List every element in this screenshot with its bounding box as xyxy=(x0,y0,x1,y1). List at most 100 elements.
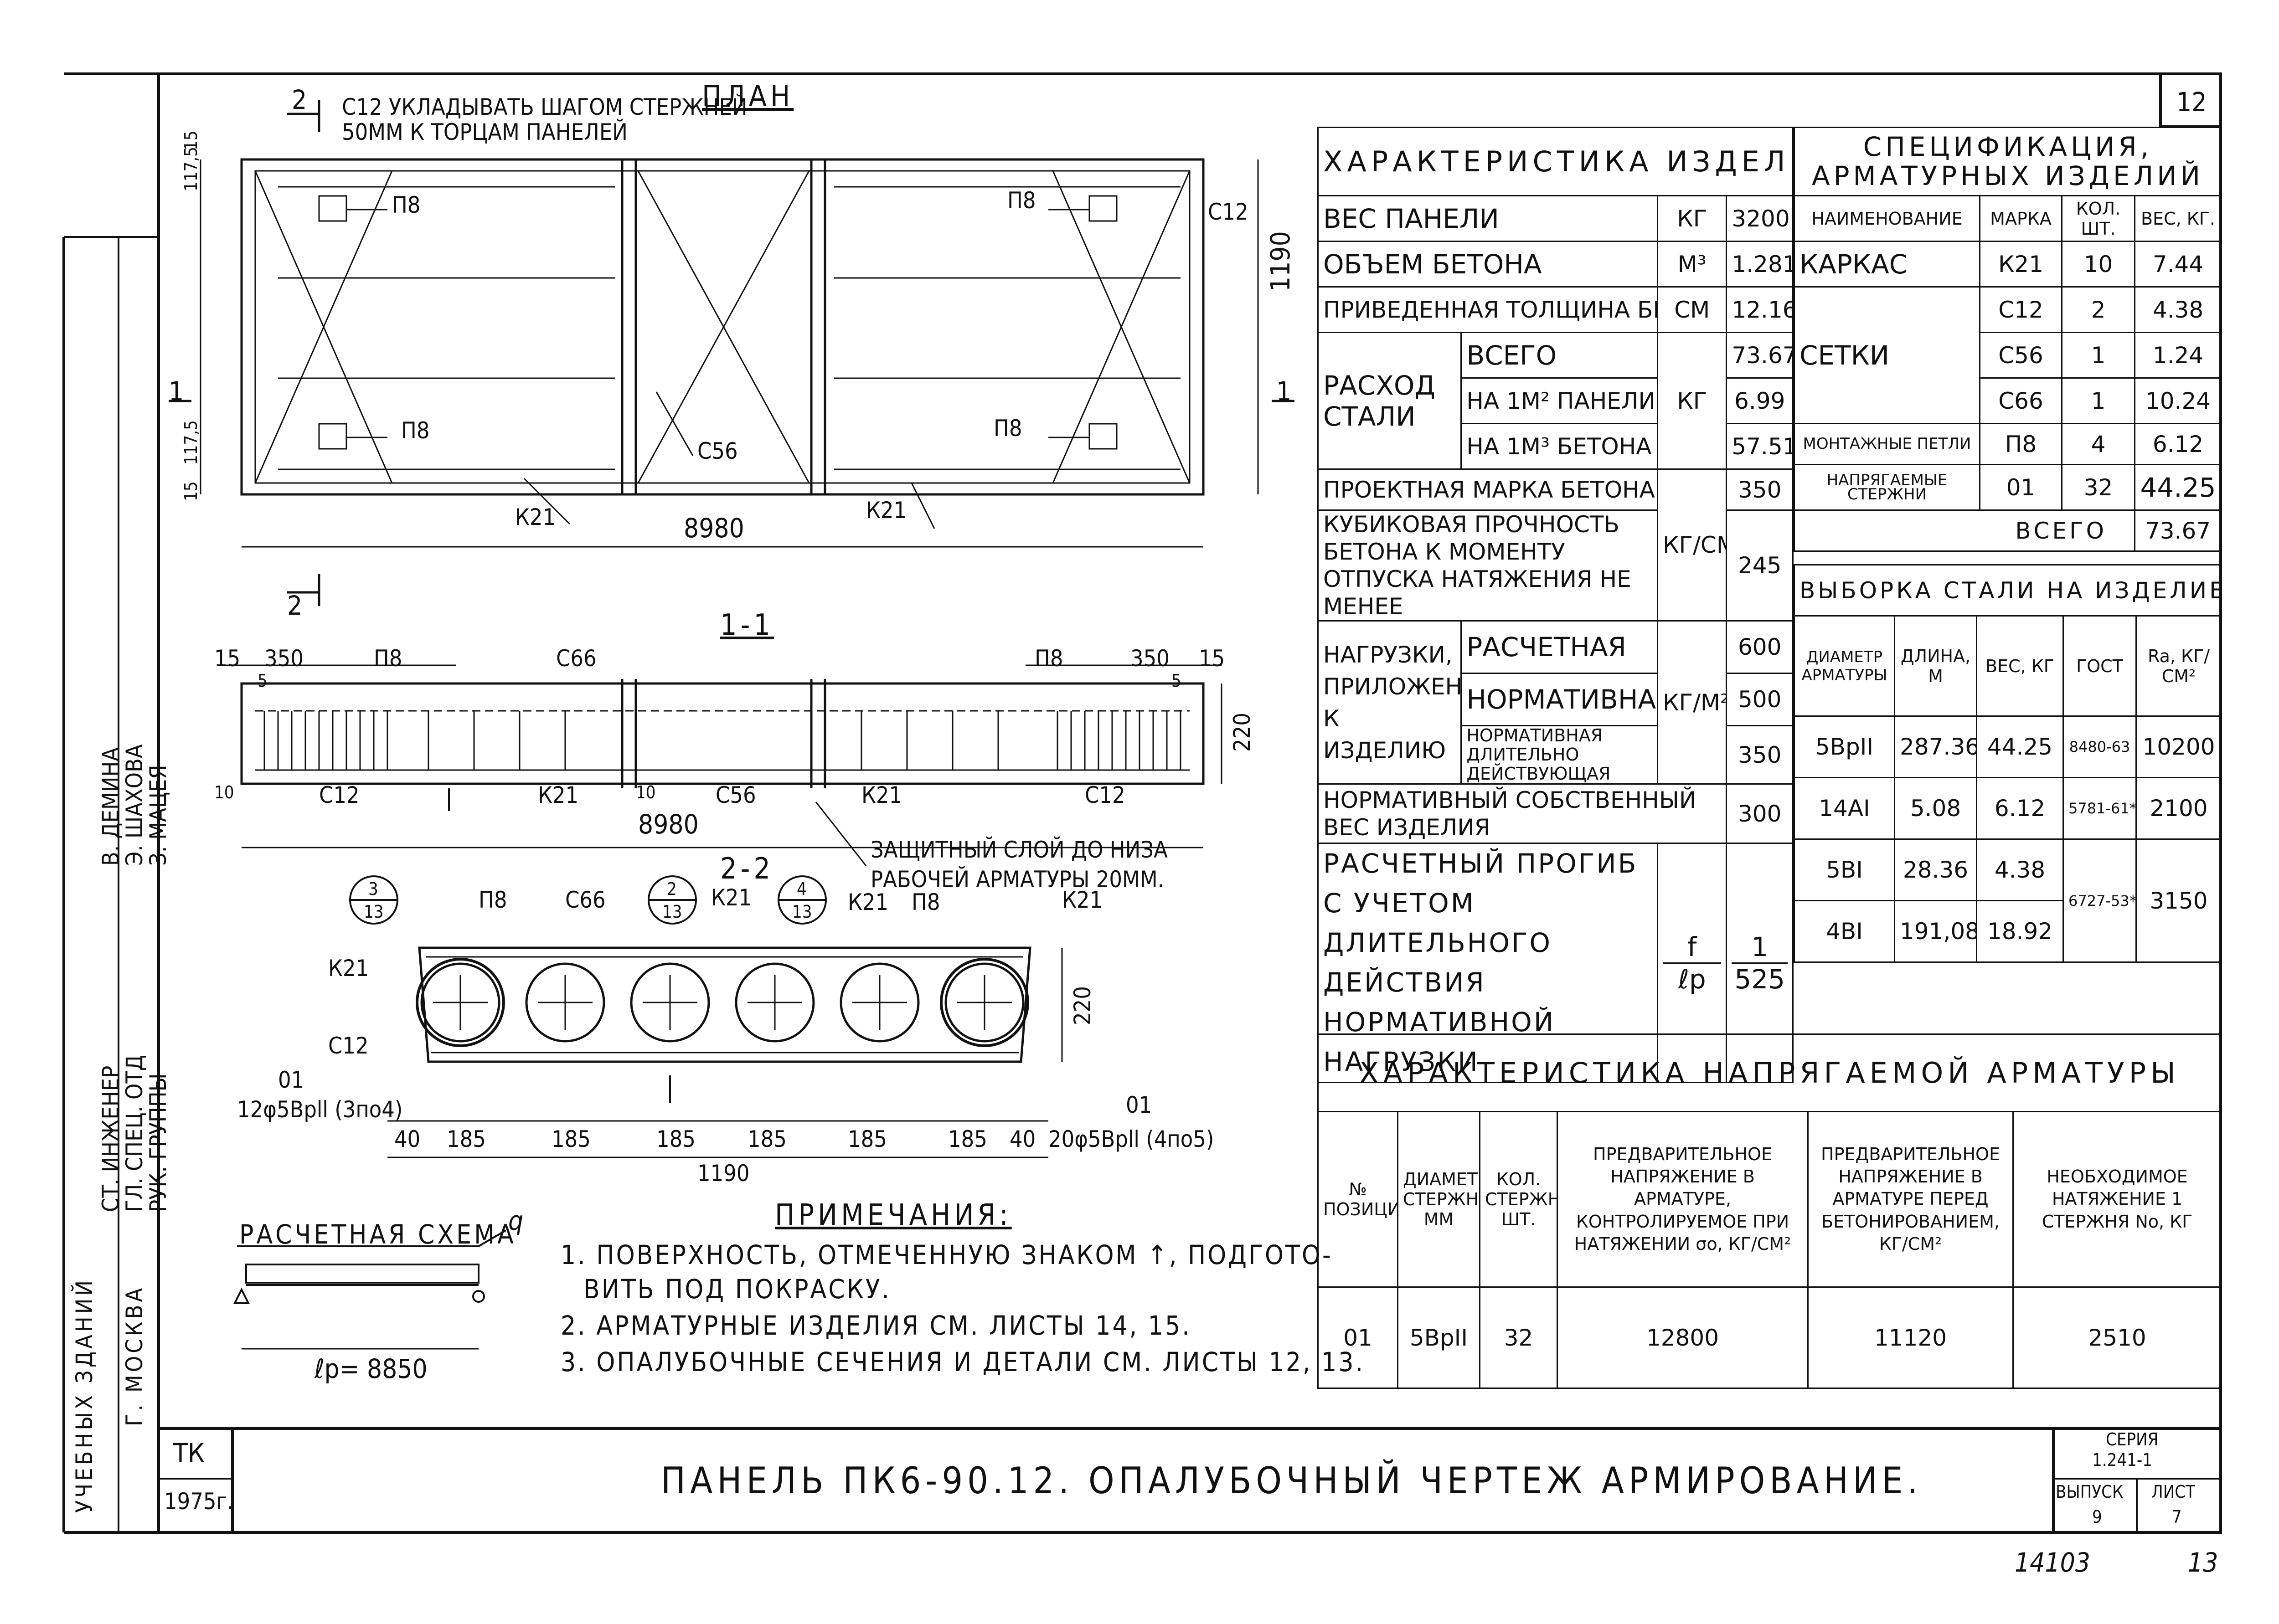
titleblock-title: ПАНЕЛЬ ПК6-90.12. ОПАЛУБОЧНЫЙ ЧЕРТЕЖ АРМ… xyxy=(661,1460,1923,1502)
steel-row-gost: 8480-63 xyxy=(2062,715,2137,778)
plan-label-c12: С12 xyxy=(1208,199,1248,225)
steel-header-d: ДИАМЕТР АРМАТУРЫ xyxy=(1794,615,1895,717)
s11-dim-5-left: 5 xyxy=(258,671,268,691)
s22-dim-1: 40 xyxy=(394,1126,421,1152)
spec-total-value: 73.67 xyxy=(2134,509,2222,552)
spec-table: СПЕЦИФИКАЦИЯ, АРМАТУРНЫХ ИЗДЕЛИЙ НАИМЕНО… xyxy=(1794,127,2222,552)
plan-width-dim: 1190 xyxy=(1265,231,1296,292)
s22-label-k21-callout: К21 xyxy=(711,884,752,911)
s11-dim-10-mid: 10 xyxy=(636,782,656,802)
spec-header-qty: КОЛ. ШТ. xyxy=(2061,195,2135,242)
steel-label: РАСХОД СТАЛИ xyxy=(1317,332,1462,470)
callout-2-top: 2 xyxy=(667,879,677,899)
cube-unit: КГ/СМ² xyxy=(1657,468,1727,622)
load-long-value: 350 xyxy=(1726,725,1794,785)
side-role-3: СТ. ИНЖЕНЕР xyxy=(98,1065,124,1212)
scheme-span: ℓр= 8850 xyxy=(315,1353,428,1384)
steel-row-w: 6.12 xyxy=(1976,777,2064,840)
note-1a: 1. ПОВЕРХНОСТЬ, ОТМЕЧЕННУЮ ЗНАКОМ ↑, ПОД… xyxy=(561,1239,1333,1270)
cut-1-right-label: 1 xyxy=(1276,376,1292,407)
cut-2-top-label: 2 xyxy=(292,84,307,115)
spec-header-weight: ВЕС, КГ. xyxy=(2134,195,2222,242)
steel-m2-label: НА 1М² ПАНЕЛИ xyxy=(1460,377,1659,424)
steel-row-d: 5BI xyxy=(1794,838,1895,901)
spec-row-qty: 2 xyxy=(2061,286,2135,333)
steel-row-w: 4.38 xyxy=(1976,838,2064,901)
plan-dim-left-1: 117,5 xyxy=(181,147,201,191)
prestress-table: ХАРАКТЕРИСТИКА НАПРЯГАЕМОЙ АРМАТУРЫ № ПО… xyxy=(1317,1033,2222,1389)
spec-row-weight: 44.25 xyxy=(2134,464,2222,511)
steel-row-ra: 10200 xyxy=(2135,715,2222,778)
steel-m3-value: 57.51 xyxy=(1726,423,1794,470)
load-long-label: НОРМАТИВНАЯ ДЛИТЕЛЬНО ДЕЙСТВУЮЩАЯ xyxy=(1460,725,1659,785)
deflection-den: 525 xyxy=(1732,962,1788,995)
plan-label-p8-bottom-right: П8 xyxy=(994,415,1022,442)
spec-header-name: НАИМЕНОВАНИЕ xyxy=(1794,195,1980,242)
steel-row-d: 5ВрII xyxy=(1794,715,1895,778)
plan-dim-left-2: 15 xyxy=(181,130,201,151)
deflection-unit-den: ℓр xyxy=(1663,962,1722,995)
selfweight-label: НОРМАТИВНЫЙ СОБСТВЕННЫЙ ВЕС ИЗДЕЛИЯ xyxy=(1317,783,1727,844)
s11-label-k21-left: К21 xyxy=(538,782,579,808)
issue-value: 9 xyxy=(2092,1507,2102,1527)
s22-dim-5: 185 xyxy=(748,1126,787,1152)
scheme-title: РАСЧЕТНАЯ СХЕМА xyxy=(239,1219,516,1250)
plan-length-dim: 8980 xyxy=(684,513,744,544)
plan-label-p8-bottom-left: П8 xyxy=(401,417,430,444)
spec-row-mark: С56 xyxy=(1979,332,2062,379)
spec-row-weight: 1.24 xyxy=(2134,332,2222,379)
callout-1-bottom: 13 xyxy=(364,902,384,922)
s22-label-c66: С66 xyxy=(565,887,606,913)
steel-total-label: ВСЕГО xyxy=(1460,332,1659,379)
spec-row-mark: С12 xyxy=(1979,286,2062,333)
right-bar-pos: 01 xyxy=(1126,1092,1152,1118)
s11-label-c12-right: С12 xyxy=(1085,782,1125,808)
steel-row-len: 28.36 xyxy=(1894,838,1977,901)
plan-dim-left-3: 117,5 xyxy=(181,420,201,465)
s11-label-k21-right: К21 xyxy=(861,782,902,808)
note-2: 2. АРМАТУРНЫЕ ИЗДЕЛИЯ СМ. ЛИСТЫ 14, 15. xyxy=(561,1310,1191,1341)
protect-note-2: РАБОЧЕЙ АРМАТУРЫ 20ММ. xyxy=(871,866,1164,893)
plan-label-p8-top-left: П8 xyxy=(392,192,421,218)
loads-label: НАГРУЗКИ, ПРИЛОЖЕННЫЕ К ИЗДЕЛИЮ xyxy=(1317,620,1462,785)
prestress-n0: 2510 xyxy=(2012,1286,2222,1389)
steel-total-value: 73.67 xyxy=(1726,332,1794,379)
prestress-header-qty: КОЛ. СТЕРЖНЕЙ, ШТ. xyxy=(1479,1111,1558,1288)
callout-1-top: 3 xyxy=(368,879,378,899)
steel-table: ВЫБОРКА СТАЛИ НА ИЗДЕЛИЕ ДИАМЕТР АРМАТУР… xyxy=(1793,564,2222,963)
side-name-2: З. МАЦЕЯ xyxy=(145,765,171,866)
spec-row-weight: 4.38 xyxy=(2134,286,2222,333)
s11-dim-5-right: 5 xyxy=(1171,671,1181,691)
sheet-number: 12 xyxy=(2176,87,2207,118)
plan-dim-left-4: 15 xyxy=(181,481,201,502)
loads-unit: КГ/М² xyxy=(1657,620,1727,785)
prestress-header-s0: ПРЕДВАРИТЕЛЬНОЕ НАПРЯЖЕНИЕ В АРМАТУРЕ, К… xyxy=(1557,1111,1809,1288)
s22-label-k21-left: К21 xyxy=(328,955,369,982)
weight-unit: КГ xyxy=(1657,195,1727,242)
steel-m2-value: 6.99 xyxy=(1726,377,1794,424)
notes-title: ПРИМЕЧАНИЯ: xyxy=(775,1198,1012,1232)
s11-label-p8-left: П8 xyxy=(374,645,402,672)
s22-label-p8-right: П8 xyxy=(912,889,940,915)
s11-dim-15-left: 15 xyxy=(214,645,241,672)
spec-total-label: ВСЕГО xyxy=(1794,509,2135,552)
s11-length-dim: 8980 xyxy=(638,809,699,840)
prestress-header-d: ДИАМЕТР СТЕРЖНЯ, ММ xyxy=(1397,1111,1480,1288)
thickness-unit: СМ xyxy=(1657,286,1727,333)
section-1-1 xyxy=(223,664,1222,866)
steel-row-len: 287.36 xyxy=(1894,715,1977,778)
side-name-3: В. ДЕМИНА xyxy=(98,747,124,866)
spec-row-name: НАПРЯГАЕМЫЕ СТЕРЖНИ xyxy=(1794,464,1980,511)
spec-row-qty: 1 xyxy=(2061,377,2135,424)
plan-title: ПЛАН xyxy=(702,80,794,113)
volume-label: ОБЪЕМ БЕТОНА xyxy=(1317,241,1659,288)
spec-row-qty: 4 xyxy=(2061,423,2135,465)
s11-label-p8-right: П8 xyxy=(1035,645,1063,672)
s22-dim-4: 185 xyxy=(656,1126,696,1152)
left-bar-pos: 01 xyxy=(278,1067,304,1093)
spec-header-mark: МАРКА xyxy=(1979,195,2062,242)
steel-row-d: 4BI xyxy=(1794,900,1895,963)
steel-row-d: 14AI xyxy=(1794,777,1895,840)
s22-dim-6: 185 xyxy=(848,1126,887,1152)
prestress-s1: 11120 xyxy=(1807,1286,2014,1389)
